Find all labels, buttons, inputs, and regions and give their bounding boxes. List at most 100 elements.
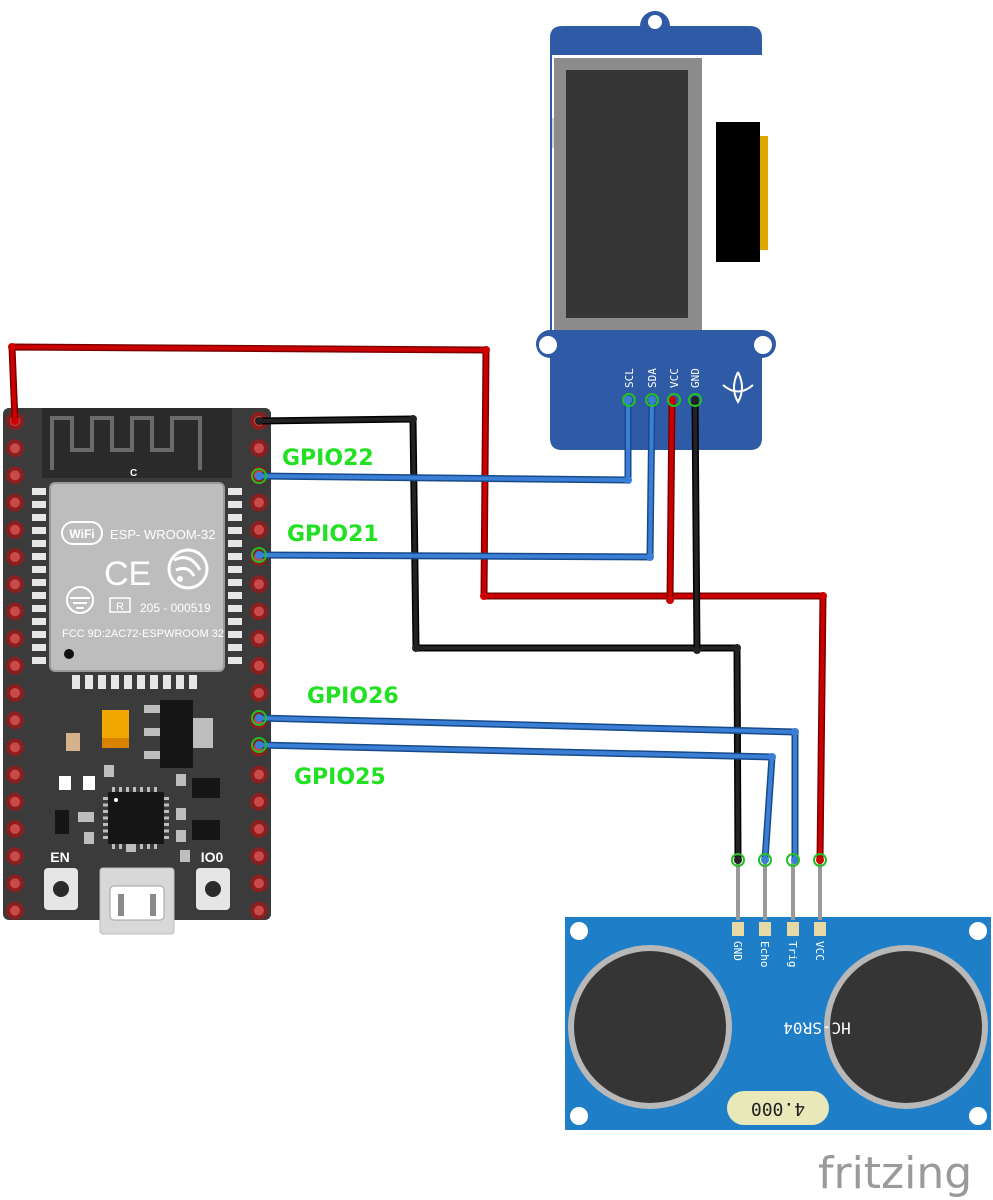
wifi-logo: WiFi [61,521,103,545]
header-pin [250,602,268,621]
connected-pin-marker [251,710,267,726]
fritzing-brand: fritzing [818,1148,972,1199]
svg-text:R: R [116,601,124,613]
oled-display-module: SCL SDA VCC GND [536,11,776,450]
fcc-line: FCC 9D:2AC72-ESPWROOM 32 [62,628,224,640]
module-name: ESP- WROOM-32 [110,527,215,542]
header-pin [6,874,24,893]
header-pin [250,765,268,784]
wires [8,343,827,867]
header-pin [6,493,24,512]
sensor-pin-label: Echo [758,941,771,968]
sensor-model: HC-SR04 [783,1019,850,1038]
header-pin [6,575,24,594]
module-pads [32,488,242,664]
svg-text:4.000: 4.000 [751,1098,805,1119]
esp-wroom-module [49,482,225,672]
label-gpio25: GPIO25 [294,765,386,790]
header-pin [6,792,24,811]
signal-wire-gpio22-scl[interactable] [255,396,632,484]
sensor-pin-pad [759,922,771,936]
ground-wire-gnd[interactable] [255,415,742,864]
header-pin [6,548,24,566]
micro-usb-port[interactable] [99,867,175,935]
oled-pin-label: GND [689,368,702,388]
sensor-pin-marker [786,853,800,867]
ground-wire-oled-gnd[interactable] [691,396,701,654]
ce-mark: CE [104,555,151,593]
en-button[interactable] [44,868,78,910]
label-gpio21: GPIO21 [287,522,379,547]
oled-pin-label: SCL [623,368,636,388]
header-pin [250,820,268,838]
header-pin [6,847,24,866]
crystal-oscillator: 4.000 [727,1091,829,1125]
sensor-pin-label: VCC [813,941,826,961]
header-pin [6,901,24,920]
header-pin [6,684,24,702]
header-pin [250,439,268,458]
esp32-board: C WiFi ESP- WROOM-32 CE R 205 - 000519 F [3,408,271,935]
sensor-pin-marker [758,853,772,867]
antenna-marking: C [130,468,137,479]
sensor-pin-pad [814,922,826,936]
io0-label: IO0 [201,849,224,865]
sensor-pin-pad [787,922,799,936]
esp32-left-header [6,412,24,920]
oled-pin-marker [667,393,681,407]
header-pin [6,520,24,539]
transducer-right [824,945,988,1109]
cert-code: 205 - 000519 [140,601,211,615]
ground-mark-icon [66,586,94,614]
hc-sr04-module: GND Echo Trig VCC HC-SR04 4.000 [565,862,991,1130]
header-pin [6,439,24,458]
label-gpio26: GPIO26 [307,684,399,709]
oled-pin-marker [622,393,636,407]
header-pin [6,711,24,730]
label-gpio22: GPIO22 [282,446,374,471]
signal-wire-gpio21-sda[interactable] [255,396,656,561]
header-pin [6,765,24,784]
svg-text:WiFi: WiFi [69,527,94,541]
power-wire-oled-vcc[interactable] [666,396,676,604]
header-pin [250,847,268,866]
header-pin [250,575,268,594]
r-mark: R [109,597,131,613]
sensor-pin-pad [732,922,744,936]
signal-wire-gpio25-echo[interactable] [255,741,776,864]
header-pin [250,874,268,893]
oled-pin-marker [645,393,659,407]
pin1-dot [64,649,74,659]
header-pin [250,792,268,811]
header-pin [250,656,268,675]
sensor-pin-label: GND [731,941,744,961]
header-pin [250,520,268,539]
header-pin [6,738,24,757]
connected-pin-marker [251,468,267,484]
sensor-pin-label: Trig [786,941,799,968]
connected-pin-marker [251,547,267,563]
io0-button[interactable] [196,868,230,910]
voltage-regulator [160,700,193,768]
header-pin [6,602,24,621]
sensor-pin-marker [731,853,745,867]
header-pin [6,656,24,675]
header-pin [250,629,268,648]
en-label: EN [50,849,69,865]
oled-screen [566,70,688,318]
header-pin [6,629,24,648]
signal-wire-gpio26-trig[interactable] [255,714,799,864]
seeed-logo-icon [722,371,754,405]
module-bottom-pads [72,675,197,689]
header-pin [6,466,24,485]
oled-pin-label: VCC [668,368,681,388]
header-pin [250,493,268,512]
connected-pin-marker [251,737,267,753]
oled-pin-label: SDA [646,368,659,388]
transducer-left [568,945,732,1109]
header-pin [6,820,24,838]
antenna-trace [50,416,202,470]
sensor-pin-marker [813,853,827,867]
power-wire-vin[interactable] [8,343,827,864]
